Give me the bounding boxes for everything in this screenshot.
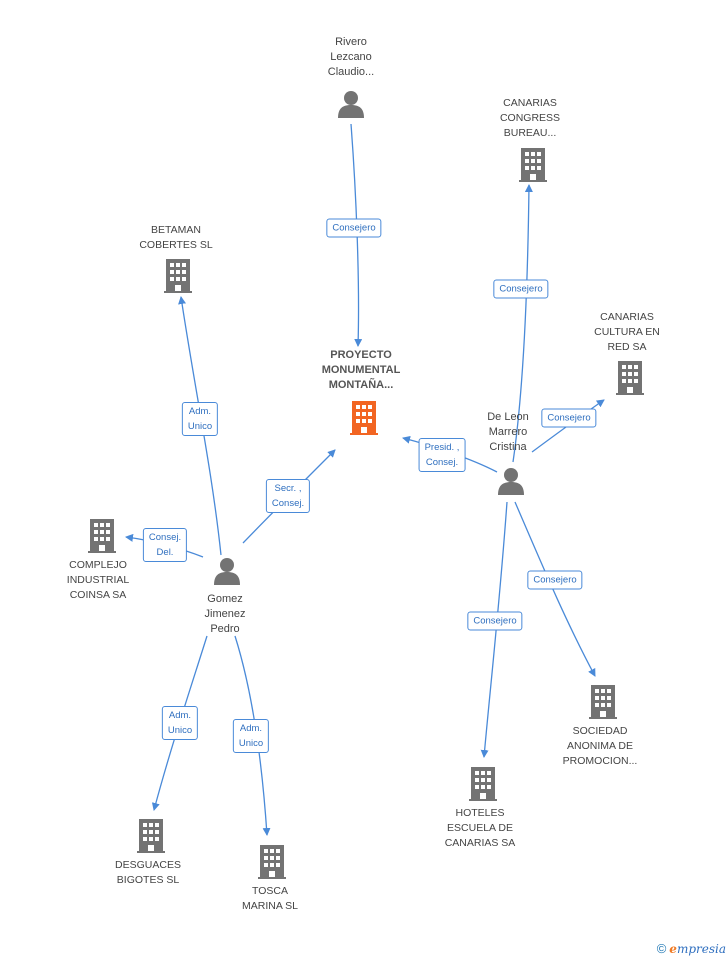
focal-building-icon[interactable] [350, 401, 378, 435]
brand-initial: e [669, 942, 677, 956]
edge-label-gomez-focal: Secr. , Consej. [265, 479, 311, 513]
edge-deleon-sociedad [514, 501, 596, 677]
person-label-gomez[interactable]: Gomez Jimenez Pedro [204, 593, 246, 635]
edge-label-deleon-focal: Presid. , Consej. [418, 438, 466, 472]
edge-label-gomez-complejo: Consej. Del. [142, 528, 188, 562]
building-icon[interactable] [88, 519, 116, 553]
building-icon[interactable] [164, 259, 192, 293]
building-icon[interactable] [469, 767, 497, 801]
edge-label-deleon-cultura: Consejero [541, 408, 597, 428]
company-label-canarias-congress[interactable]: CANARIAS CONGRESS BUREAU... [499, 97, 561, 139]
edge-label-deleon-congress: Consejero [493, 279, 549, 299]
person-icon[interactable] [498, 468, 524, 495]
edge-label-deleon-sociedad: Consejero [527, 570, 583, 590]
person-icon[interactable] [338, 91, 364, 118]
building-icon[interactable] [258, 845, 286, 879]
person-icon[interactable] [214, 558, 240, 585]
focal-company-label[interactable]: PROYECTO MONUMENTAL MONTAÑA... [321, 349, 401, 391]
footer-brand[interactable]: ©empresia [657, 941, 726, 956]
company-label-canarias-cultura[interactable]: CANARIAS CULTURA EN RED SA [594, 311, 660, 353]
company-label-tosca[interactable]: TOSCA MARINA SL [241, 885, 299, 912]
building-icon[interactable] [589, 685, 617, 719]
building-icon[interactable] [137, 819, 165, 853]
person-label-deleon[interactable]: De Leon Marrero Cristina [487, 411, 529, 453]
edge-label-rivero-focal: Consejero [326, 218, 382, 238]
company-label-complejo[interactable]: COMPLEJO INDUSTRIAL COINSA SA [66, 559, 130, 601]
edge-label-gomez-tosca: Adm. Unico [232, 719, 270, 753]
edge-label-deleon-hoteles: Consejero [467, 611, 523, 631]
edge-deleon-hoteles [480, 501, 508, 758]
company-label-hoteles[interactable]: HOTELES ESCUELA DE CANARIAS SA [444, 807, 516, 849]
copyright-icon: © [656, 941, 667, 956]
building-icon[interactable] [519, 148, 547, 182]
edge-label-gomez-desguaces: Adm. Unico [161, 706, 199, 740]
company-label-sociedad[interactable]: SOCIEDAD ANONIMA DE PROMOCION... [562, 725, 638, 767]
company-label-desguaces[interactable]: DESGUACES BIGOTES SL [115, 859, 181, 886]
edge-deleon-congress [512, 184, 533, 463]
edge-label-gomez-betaman: Adm. Unico [181, 402, 219, 436]
company-label-betaman[interactable]: BETAMAN COBERTES SL [139, 224, 213, 251]
building-icon[interactable] [616, 361, 644, 395]
person-label-rivero[interactable]: Rivero Lezcano Claudio... [327, 36, 375, 78]
brand-name: mpresia [676, 942, 726, 956]
